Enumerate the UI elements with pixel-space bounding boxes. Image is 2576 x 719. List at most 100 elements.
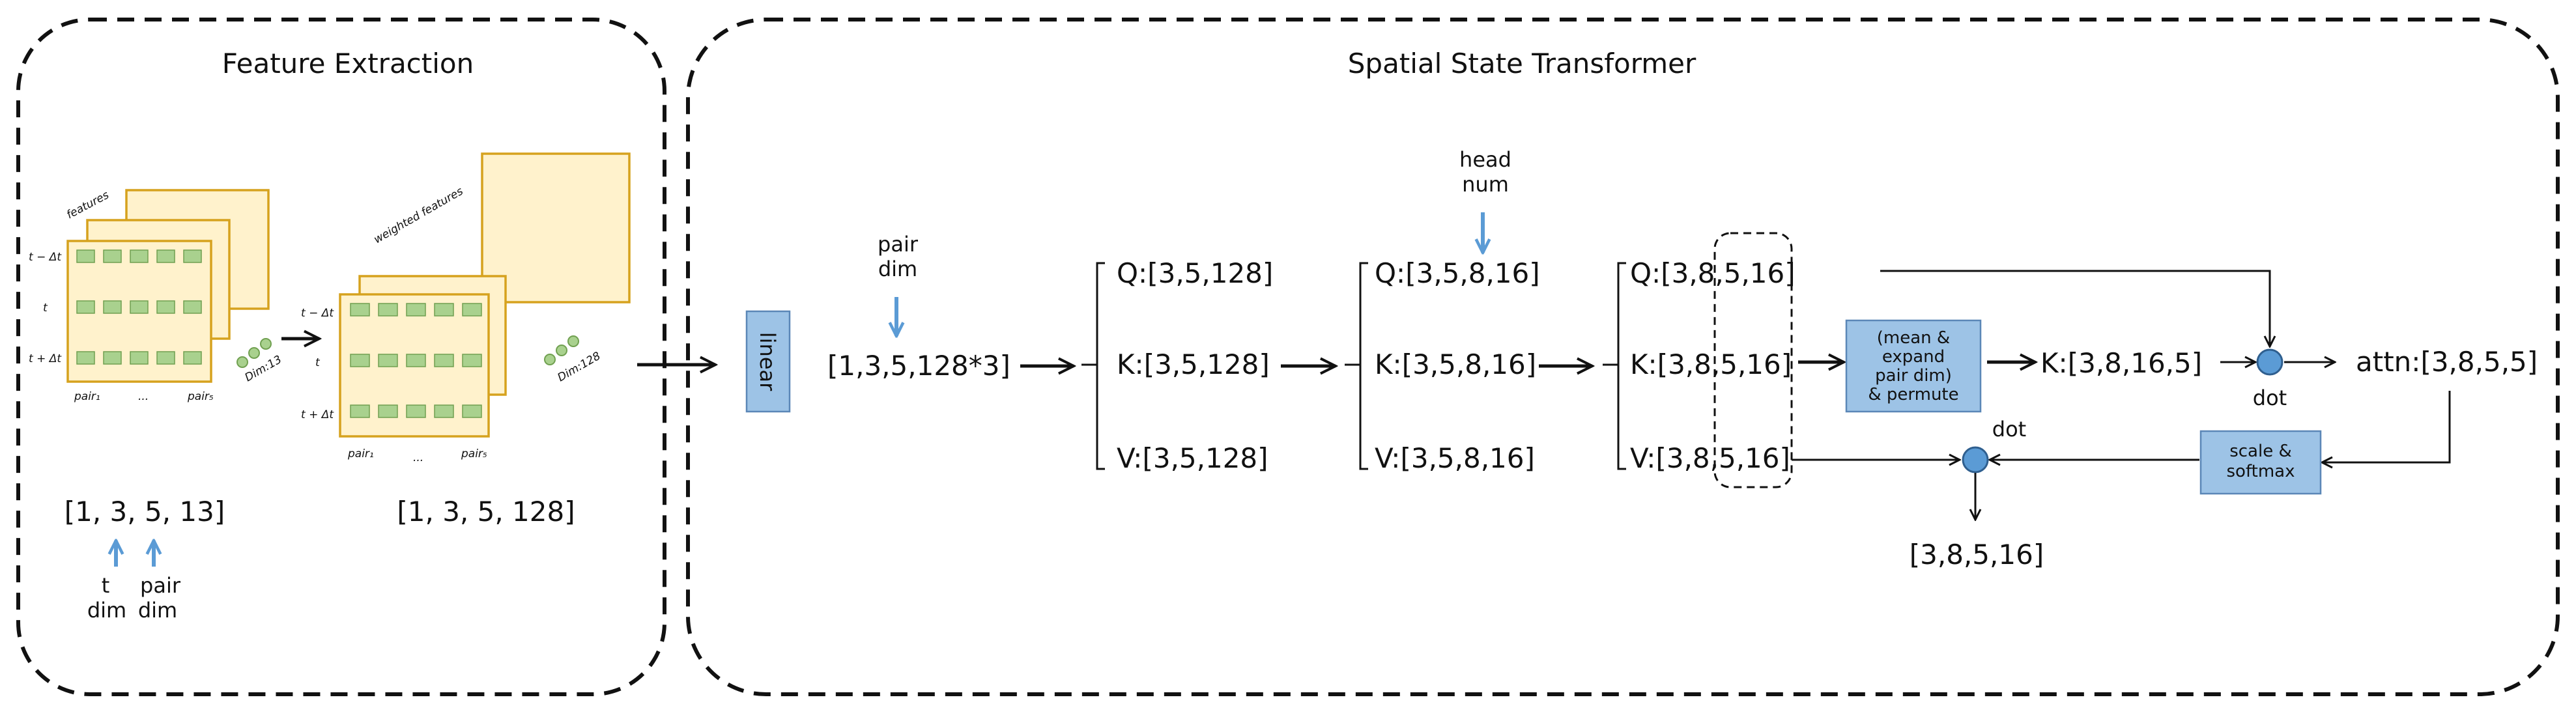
- feature-extraction-panel: [16, 18, 666, 696]
- row-label-t: t: [43, 302, 48, 315]
- expand-box: [1845, 319, 1982, 413]
- row-label-t-minus: t − Δt: [301, 307, 334, 320]
- feature-cell: [434, 404, 454, 418]
- feature-cell: [406, 354, 426, 367]
- k-shape-1: K:[3,5,128]: [1117, 348, 1270, 380]
- feature-cell: [130, 351, 149, 365]
- feature-cell: [378, 404, 398, 418]
- dim-dot: [260, 338, 272, 350]
- q-shape-3: Q:[3,8,5,16]: [1630, 257, 1796, 289]
- feature-cell: [156, 300, 175, 314]
- expand-box-label: & permute: [1868, 385, 1958, 404]
- feature-cell: [183, 351, 202, 365]
- input-shape: [1, 3, 5, 13]: [64, 496, 225, 528]
- feature-extraction-title: Feature Extraction: [222, 48, 474, 79]
- feature-cell: [156, 249, 175, 263]
- pair-dim-label: dim: [878, 257, 917, 281]
- feature-cell: [378, 303, 398, 317]
- transformer-input-shape: [1,3,5,128*3]: [827, 350, 1010, 382]
- v-shape-2: V:[3,5,8,16]: [1375, 442, 1535, 474]
- feature-cell: [434, 303, 454, 317]
- row-label-t: t: [315, 356, 321, 369]
- row-label-t-minus: t − Δt: [29, 251, 62, 264]
- expand-box-label: pair dim): [1875, 366, 1952, 386]
- feature-cell: [434, 354, 454, 367]
- features-stack: features t − Δt t t + Δt pair₁ ... pair₅…: [29, 189, 284, 403]
- feature-cell: [156, 351, 175, 365]
- feature-cell: [103, 351, 122, 365]
- qkv-bracket-1: [1081, 262, 1105, 470]
- expand-box-label: (mean &: [1877, 328, 1950, 348]
- head-num-label: num: [1462, 172, 1509, 197]
- feature-cell: [462, 303, 482, 317]
- k-expanded-shape: K:[3,8,16,5]: [2040, 347, 2202, 379]
- feature-cell: [103, 300, 122, 314]
- dim13-label: Dim:13: [243, 353, 284, 384]
- feature-cell: [350, 303, 370, 317]
- features-label: features: [64, 189, 111, 222]
- attn-shape: attn:[3,8,5,5]: [2356, 346, 2538, 378]
- dim-dot: [248, 347, 260, 359]
- k-shape-3: K:[3,8,5,16]: [1630, 348, 1792, 380]
- col-label-pair1: pair₁: [347, 447, 374, 460]
- transformer-panel: [686, 18, 2560, 696]
- transformer-title: Spatial State Transformer: [1348, 48, 1696, 79]
- dim-dot: [544, 354, 556, 365]
- k-shape-2: K:[3,5,8,16]: [1375, 348, 1536, 380]
- feature-cell: [183, 300, 202, 314]
- linear-box: [745, 310, 791, 413]
- attn-to-softmax-arrow: [2322, 391, 2451, 462]
- feature-cell: [76, 351, 95, 365]
- scale-softmax-label: softmax: [2227, 462, 2295, 481]
- pair-dim-label: pair: [878, 232, 919, 257]
- feature-cell: [378, 354, 398, 367]
- q-shape-2: Q:[3,5,8,16]: [1375, 257, 1540, 289]
- head-highlight-box: [1713, 232, 1793, 488]
- row-label-t-plus: t + Δt: [29, 352, 62, 365]
- feature-cell: [130, 300, 149, 314]
- dot-label: dot: [2253, 386, 2287, 410]
- col-label-ellipsis: ...: [413, 451, 423, 464]
- v-shape-3: V:[3,8,5,16]: [1630, 442, 1790, 474]
- feature-cell: [462, 354, 482, 367]
- weighted-features-label: weighted features: [372, 185, 466, 247]
- feature-cell: [76, 249, 95, 263]
- t-dim-label: t: [102, 573, 110, 598]
- feature-cell: [350, 354, 370, 367]
- v-shape-1: V:[3,5,128]: [1117, 442, 1268, 474]
- q-to-dot-arrow: [1880, 270, 2270, 346]
- scale-softmax-box: [2199, 430, 2322, 495]
- expand-box-label: expand: [1882, 347, 1945, 367]
- feature-cell: [462, 404, 482, 418]
- head-num-label: head: [1459, 147, 1511, 172]
- feature-cell: [76, 300, 95, 314]
- pair-dim-label: pair: [140, 573, 181, 598]
- dot-product-node: [1962, 446, 1989, 473]
- t-dim-label: dim: [87, 598, 126, 623]
- feature-cell: [350, 404, 370, 418]
- col-label-pair5: pair₅: [187, 390, 214, 403]
- feature-cells: [76, 249, 202, 365]
- pair-dim-label: dim: [138, 598, 177, 623]
- feature-cell: [183, 249, 202, 263]
- dim-dot: [567, 335, 579, 347]
- weighted-shape: [1, 3, 5, 128]: [397, 496, 575, 528]
- dim-dot: [236, 356, 248, 368]
- dim-dot: [556, 345, 567, 356]
- linear-label: linear: [755, 332, 780, 391]
- col-label-ellipsis: ...: [138, 390, 149, 403]
- weighted-feature-cells: [350, 303, 482, 418]
- feature-cell: [406, 404, 426, 418]
- output-shape: [3,8,5,16]: [1910, 539, 2044, 571]
- dot-label: dot: [1992, 417, 2026, 442]
- col-label-pair1: pair₁: [74, 390, 100, 403]
- col-label-pair5: pair₅: [461, 447, 487, 460]
- feature-cell: [103, 249, 122, 263]
- dot-product-node: [2256, 348, 2283, 376]
- scale-softmax-label: scale &: [2229, 442, 2292, 461]
- feature-cell: [406, 303, 426, 317]
- feature-cell: [130, 249, 149, 263]
- q-shape-1: Q:[3,5,128]: [1117, 257, 1273, 289]
- row-label-t-plus: t + Δt: [301, 408, 334, 421]
